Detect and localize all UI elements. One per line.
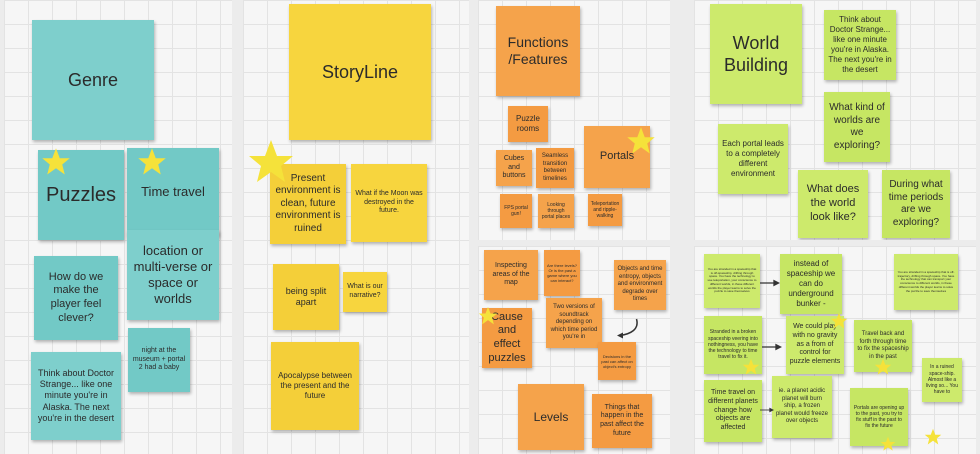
clever-question-note[interactable]: How do we make the player feel clever? (34, 256, 118, 340)
portal-leads-note[interactable]: Each portal leads to a completely differ… (718, 124, 788, 194)
mechanics-board: Inspecting areas of the map Are there le… (478, 246, 670, 454)
time-travel-note[interactable]: Time travel (127, 148, 219, 236)
decisions-note[interactable]: Decisions in the past can affect on obje… (598, 342, 636, 380)
world-building-header-note[interactable]: World Building (710, 4, 802, 104)
museum-note[interactable]: night at the museum + portal 2 had a bab… (128, 328, 190, 392)
levels-note[interactable]: Levels (518, 384, 584, 450)
doctor-strange-world-note[interactable]: Think about Doctor Strange... like one m… (824, 10, 896, 80)
cubes-buttons-note[interactable]: Cubes and buttons (496, 150, 532, 186)
soundtrack-note[interactable]: Two versions of soundtrack depending on … (546, 298, 602, 348)
genre-header-note[interactable]: Genre (32, 20, 154, 140)
world-building-board: World Building Think about Doctor Strang… (694, 0, 976, 240)
moon-note[interactable]: What if the Moon was destroyed in the fu… (351, 164, 427, 242)
things-happen-note[interactable]: Things that happen in the past affect th… (592, 394, 652, 448)
different-planets-note[interactable]: Time travel on different planets change … (704, 380, 762, 442)
travel-back-note[interactable]: Travel back and forth through time to fi… (854, 320, 912, 372)
teleportation-note[interactable]: Teleportation and ripple-walking (588, 194, 622, 226)
star-icon (924, 428, 942, 445)
acidic-planet-note[interactable]: ie. a planet acidic planet will burn shi… (772, 376, 832, 438)
arrow-icon (762, 343, 782, 351)
location-note[interactable]: location or multi-verse or space or worl… (127, 230, 219, 320)
arrow-icon (760, 279, 780, 287)
time-periods-note[interactable]: During what time periods are we explorin… (882, 170, 950, 238)
narrative-note[interactable]: What is our narrative? (343, 272, 387, 312)
apocalypse-note[interactable]: Apocalypse between the present and the f… (271, 342, 359, 430)
split-apart-note[interactable]: being split apart (273, 264, 339, 330)
no-gravity-note[interactable]: We could play with no gravity as a from … (786, 316, 844, 374)
world-look-note[interactable]: What does the world look like? (798, 170, 868, 238)
cause-effect-note[interactable]: Cause and effect puzzles (482, 308, 532, 368)
inspecting-areas-note[interactable]: Inspecting areas of the map (484, 250, 538, 300)
portal-gun-note[interactable]: FPS portal gun! (500, 194, 532, 228)
objects-entropy-note[interactable]: Objects and time entropy, objects and en… (614, 260, 666, 310)
present-environment-note[interactable]: Present environment is clean, future env… (270, 164, 346, 244)
storyline-board: StoryLine Present environment is clean, … (243, 0, 469, 454)
seamless-transition-note[interactable]: Seamless transition between timelines (536, 148, 574, 188)
puzzle-rooms-note[interactable]: Puzzle rooms (508, 106, 548, 142)
intro-note[interactable]: You are stranded in a spaceship that is … (704, 254, 760, 308)
functions-header-note[interactable]: Functions /Features (496, 6, 580, 96)
functions-board: Functions /Features Puzzle rooms Cubes a… (478, 0, 670, 240)
doctor-strange-note[interactable]: Think about Doctor Strange... like one m… (31, 352, 121, 440)
genre-board: Genre Puzzles Time travel location or mu… (4, 0, 232, 454)
storyline-header-note[interactable]: StoryLine (289, 4, 431, 140)
ruined-spaceship-note[interactable]: In a ruined space-ship. Almost like a li… (922, 358, 962, 402)
portals-opening-note[interactable]: Portals are opening up to the past, you … (850, 388, 908, 446)
right-top-note[interactable]: You are stranded in a spaceship that is … (894, 254, 958, 310)
looking-through-note[interactable]: Looking through portal places (538, 194, 574, 228)
underground-bunker-note[interactable]: instead of spaceship we can do undergrou… (780, 254, 842, 314)
levels-question-note[interactable]: Are there levels? Or is the past a game … (544, 250, 580, 296)
ideas-board: You are stranded in a spaceship that is … (694, 246, 976, 454)
stranded-spaceship-note[interactable]: Stranded in a broken spaceship veering i… (704, 316, 762, 374)
portals-note[interactable]: Portals (584, 126, 650, 188)
kind-of-worlds-note[interactable]: What kind of worlds are we exploring? (824, 92, 890, 162)
puzzles-note[interactable]: Puzzles (38, 150, 124, 240)
